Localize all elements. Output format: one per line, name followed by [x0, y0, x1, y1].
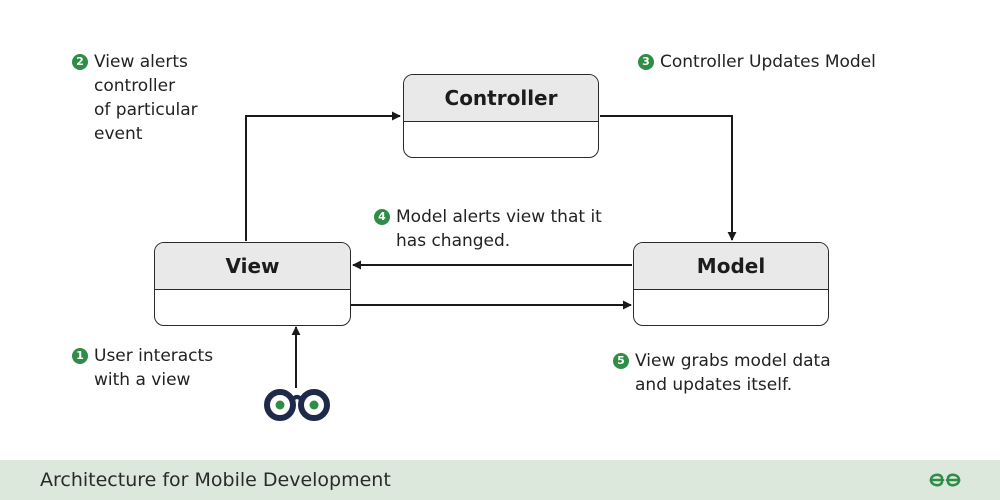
model-box: Model [633, 242, 829, 326]
model-title: Model [634, 243, 828, 290]
view-title: View [155, 243, 350, 290]
connector-layer [245, 111, 737, 421]
step-badge: 5 [613, 353, 629, 369]
note-step-5: 5 View grabs model data and updates itsel… [613, 349, 831, 397]
footer-bar: Architecture for Mobile Development [0, 460, 1000, 500]
step-badge: 3 [638, 54, 654, 70]
controller-title: Controller [404, 75, 598, 122]
arrow-view-to-controller [245, 111, 401, 241]
arrow-controller-to-model [600, 115, 737, 241]
view-box: View [154, 242, 351, 326]
note-step-4: 4 Model alerts view that it has changed. [374, 205, 602, 253]
note-text: Controller Updates Model [660, 52, 876, 72]
note-step-3: 3 Controller Updates Model [638, 50, 876, 74]
note-text: Model alerts view that it has changed. [396, 207, 602, 251]
note-step-1: 1 User interacts with a view [72, 344, 213, 392]
footer-title: Architecture for Mobile Development [40, 469, 391, 491]
controller-box: Controller [403, 74, 599, 158]
step-badge: 2 [72, 54, 88, 70]
note-text: View grabs model data and updates itself… [635, 351, 831, 395]
eyes-icon [264, 389, 330, 421]
step-badge: 1 [72, 348, 88, 364]
note-text: View alerts controller of particular eve… [94, 52, 198, 144]
gfg-logo-icon [929, 473, 961, 487]
step-badge: 4 [374, 209, 390, 225]
note-text: User interacts with a view [94, 346, 214, 390]
note-step-2: 2 View alerts controller of particular ev… [72, 50, 198, 146]
